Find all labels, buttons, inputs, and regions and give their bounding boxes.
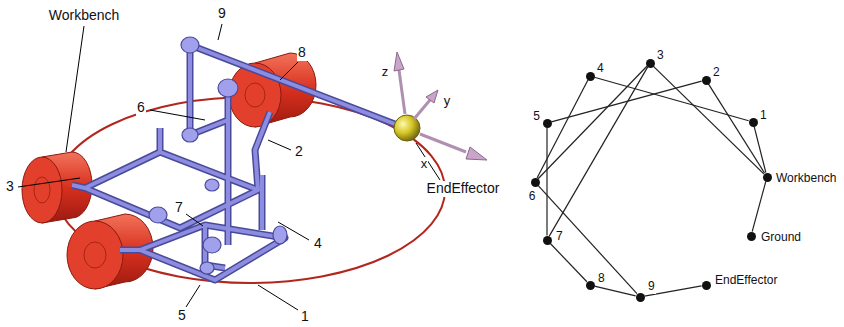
y-axis bbox=[414, 100, 430, 119]
leader-line bbox=[150, 110, 205, 120]
vertex-label: EndEffector bbox=[714, 274, 778, 287]
leader-line bbox=[278, 222, 309, 240]
leader-lines bbox=[18, 24, 440, 310]
joint-disc bbox=[182, 128, 198, 142]
axis-head bbox=[394, 52, 404, 71]
vertex-label: Workbench bbox=[775, 172, 837, 185]
z-axis bbox=[399, 70, 405, 114]
joint-group bbox=[149, 37, 287, 274]
graph-edge bbox=[550, 243, 587, 281]
callout-label: 5 bbox=[177, 308, 187, 323]
vertex-label: 8 bbox=[597, 272, 606, 285]
vertex-label: 1 bbox=[759, 109, 768, 122]
callout-label: 2 bbox=[294, 144, 304, 159]
callout-label: y bbox=[443, 94, 452, 108]
axis-head bbox=[466, 147, 487, 160]
drum-hub bbox=[245, 83, 265, 107]
callout-label: 4 bbox=[313, 236, 323, 251]
graph-vertex: 9 bbox=[636, 293, 645, 302]
callout-label: z bbox=[381, 65, 390, 79]
graph-vertex: EndEffector bbox=[702, 281, 711, 290]
graph-edge bbox=[537, 80, 588, 178]
drum-face bbox=[67, 221, 123, 289]
vertex-label: 9 bbox=[647, 280, 656, 293]
graph-edge bbox=[752, 181, 766, 231]
joint-disc bbox=[203, 237, 221, 253]
vertex-label: 4 bbox=[596, 62, 605, 75]
joint-disc bbox=[200, 262, 214, 274]
link-bar bbox=[72, 45, 400, 280]
graph-vertex: 8 bbox=[586, 281, 595, 290]
graph-edge bbox=[546, 128, 547, 236]
drum-face bbox=[22, 157, 62, 223]
vertex-label: 6 bbox=[528, 190, 537, 203]
vertex-label: 3 bbox=[656, 49, 665, 62]
graph-vertex: 2 bbox=[702, 76, 711, 85]
end-effector-sphere bbox=[394, 115, 420, 141]
leader-line bbox=[416, 143, 440, 180]
drum-hub bbox=[34, 177, 50, 203]
callout-label: x bbox=[420, 157, 429, 171]
callout-label: 1 bbox=[300, 309, 310, 324]
x-axis bbox=[420, 134, 466, 152]
graph-edge bbox=[594, 77, 748, 121]
joint-disc bbox=[218, 79, 238, 97]
vertex-label: Ground bbox=[760, 231, 802, 244]
callout-label: Workbench bbox=[48, 8, 121, 23]
joint-disc bbox=[149, 207, 167, 223]
leader-line bbox=[18, 178, 80, 187]
graph-edge bbox=[594, 286, 635, 296]
leader-line bbox=[66, 26, 84, 152]
leader-line bbox=[186, 214, 203, 226]
leader-line bbox=[268, 140, 291, 150]
graph-vertex: 1 bbox=[749, 118, 758, 127]
vertex-label: 5 bbox=[532, 110, 541, 123]
graph-vertex: 4 bbox=[586, 72, 595, 81]
graph-edge bbox=[549, 67, 647, 236]
joint-disc bbox=[273, 226, 287, 244]
vertex-label: 7 bbox=[555, 230, 564, 243]
joint-disc bbox=[181, 37, 199, 53]
graph-vertex: Ground bbox=[747, 232, 756, 241]
axis-triad bbox=[394, 52, 487, 160]
leader-line bbox=[218, 24, 222, 40]
leader-line bbox=[258, 285, 298, 310]
joint-disc bbox=[205, 179, 219, 191]
callout-label: 3 bbox=[5, 179, 15, 194]
callout-label: 8 bbox=[297, 45, 307, 60]
callout-label: 9 bbox=[217, 6, 227, 21]
graph-vertex: 6 bbox=[531, 178, 540, 187]
vertex-label: 2 bbox=[712, 66, 721, 79]
callout-label: 7 bbox=[174, 200, 184, 215]
graph-vertex: Workbench bbox=[763, 173, 772, 182]
callout-label: EndEffector bbox=[426, 181, 501, 196]
graph-vertex: 3 bbox=[646, 59, 655, 68]
graph-vertex: 5 bbox=[543, 119, 552, 128]
graph-edge bbox=[538, 185, 637, 293]
leader-line bbox=[186, 285, 200, 307]
drum-hub bbox=[84, 242, 106, 268]
graph-vertex: 7 bbox=[543, 236, 552, 245]
callout-label: 6 bbox=[136, 100, 146, 115]
link-bar-outline bbox=[72, 45, 400, 280]
axis-head bbox=[426, 90, 438, 103]
leader-line bbox=[280, 62, 298, 80]
